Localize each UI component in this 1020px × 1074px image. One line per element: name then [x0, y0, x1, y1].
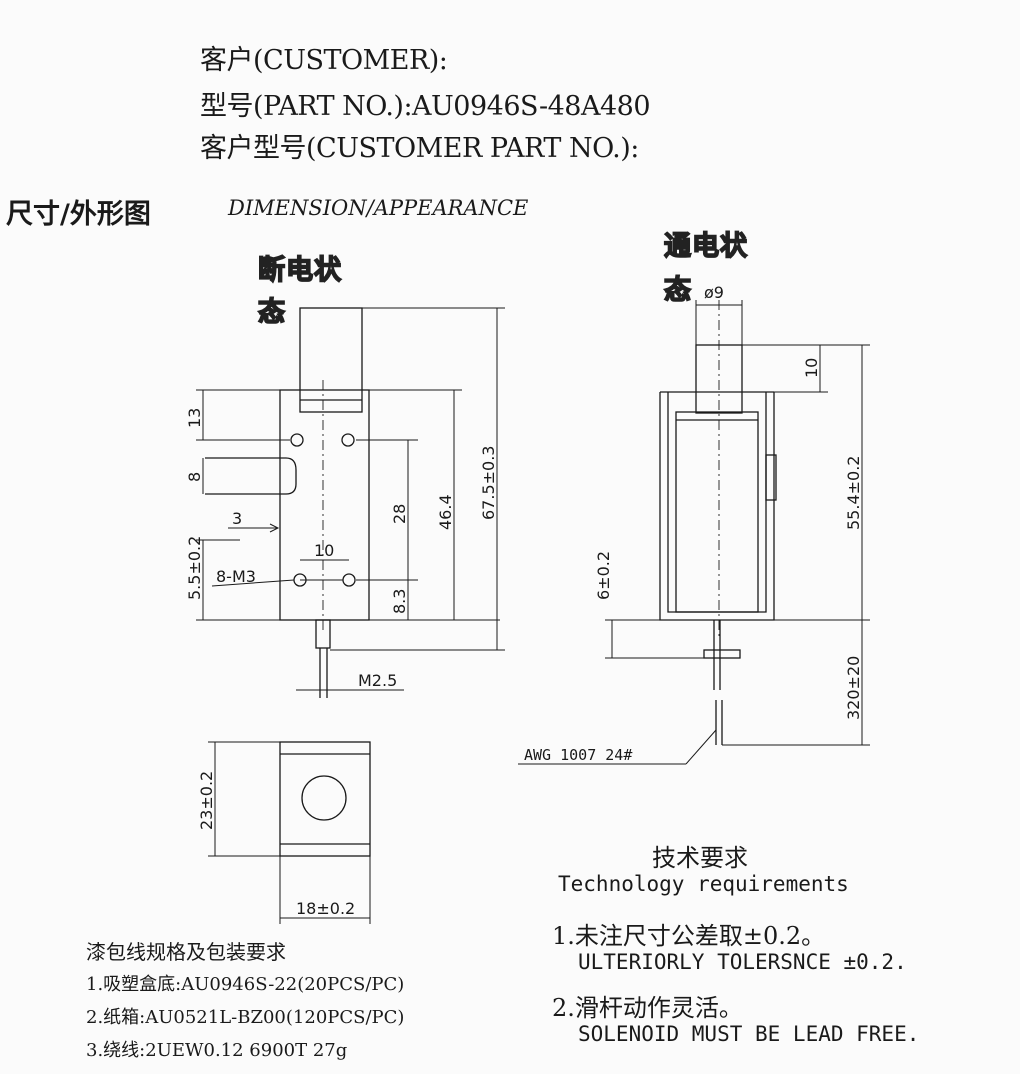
packaging-item-1: 1.吸塑盒底:AU0946S-22(20PCS/PC): [86, 974, 405, 995]
customer-label: 客户(CUSTOMER):: [200, 45, 448, 76]
left-view-dims: [196, 307, 505, 691]
dim-8-m3: 8-M3: [216, 567, 256, 586]
dim-67-5: 67.5±0.3: [479, 446, 498, 520]
dim-28: 28: [390, 504, 409, 524]
dim-8-3: 8.3: [390, 589, 409, 614]
on-state-label-2: 态: [663, 274, 692, 307]
dim-55-4: 55.4±0.2: [844, 456, 863, 530]
requirements-title-zh: 技术要求: [652, 844, 748, 872]
on-state-label-1: 通电状: [663, 230, 748, 263]
dim-6: 6±0.2: [594, 551, 613, 600]
right-view-dims: [518, 300, 870, 765]
wire-spec: AWG 1007 24#: [524, 746, 632, 764]
bottom-view-outline: [279, 741, 371, 857]
dim-5-5: 5.5±0.2: [185, 536, 204, 600]
left-view-outline: [205, 307, 370, 698]
customer-part-number-label: 客户型号(CUSTOMER PART NO.):: [200, 133, 639, 164]
dim-m2-5: M2.5: [358, 671, 397, 690]
bottom-view-dims: [208, 741, 371, 924]
right-view-outline: [659, 300, 777, 745]
off-state-label-1: 断电状: [257, 254, 342, 287]
dim-320: 320±20: [844, 656, 863, 720]
requirement-2-en: SOLENOID MUST BE LEAD FREE.: [578, 1022, 920, 1046]
dim-10-plunger: 10: [802, 358, 821, 378]
dim-23: 23±0.2: [197, 771, 216, 830]
part-number: 型号(PART NO.):AU0946S-48A480: [200, 91, 651, 122]
packaging-item-2: 2.纸箱:AU0521L-BZ00(120PCS/PC): [86, 1007, 405, 1028]
off-state-label-2: 态: [257, 296, 286, 329]
dim-8: 8: [185, 472, 204, 482]
requirement-2-zh: 2.滑杆动作灵活。: [552, 994, 743, 1022]
dim-13: 13: [185, 408, 204, 428]
dim-3: 3: [232, 509, 242, 528]
dim-46-4: 46.4: [436, 494, 455, 530]
requirement-1-en: ULTERIORLY TOLERSNCE ±0.2.: [578, 950, 907, 974]
requirements-title-en: Technology requirements: [558, 872, 849, 896]
packaging-item-3: 3.绕线:2UEW0.12 6900T 27g: [86, 1040, 348, 1061]
dim-10-holes: 10: [314, 541, 334, 560]
packaging-title: 漆包线规格及包装要求: [86, 940, 286, 964]
section-title-en: DIMENSION/APPEARANCE: [228, 196, 529, 220]
dim-18: 18±0.2: [296, 899, 355, 918]
requirement-1-zh: 1.未注尺寸公差取±0.2。: [552, 922, 826, 950]
dim-dia-9: ø9: [704, 283, 724, 302]
section-title-zh: 尺寸/外形图: [6, 199, 151, 230]
